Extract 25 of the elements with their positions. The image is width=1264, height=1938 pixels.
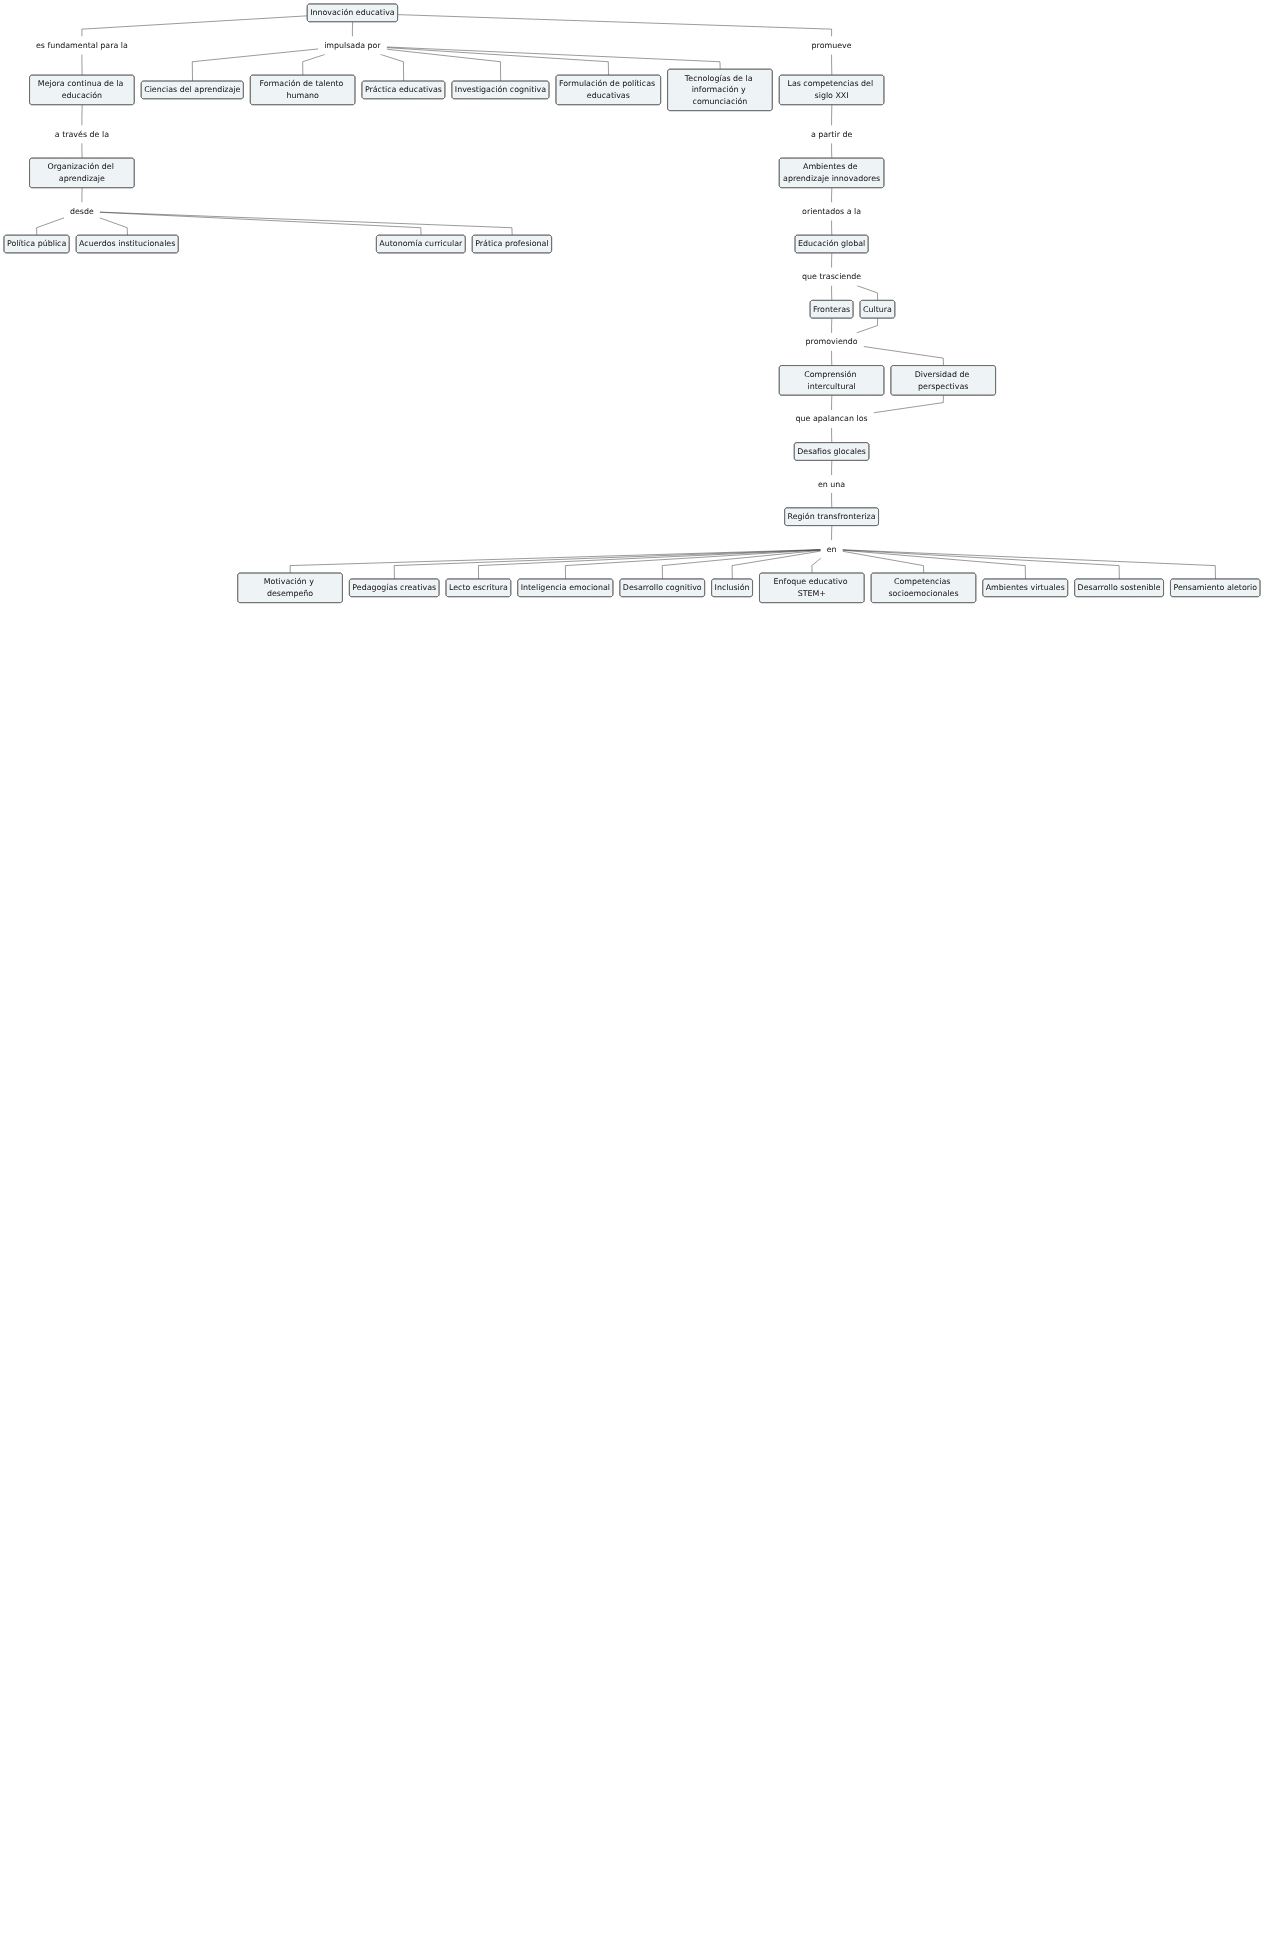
connector <box>831 395 833 411</box>
connector <box>99 212 422 236</box>
connector <box>842 550 924 574</box>
connector <box>289 549 821 574</box>
connector <box>842 549 1026 580</box>
connector <box>393 549 821 580</box>
connector <box>831 252 833 268</box>
connector <box>81 187 83 203</box>
connector <box>831 318 833 334</box>
connector <box>873 395 944 413</box>
connector <box>856 318 878 334</box>
connector <box>478 549 821 580</box>
connector <box>731 550 821 580</box>
connector <box>831 187 833 203</box>
connector <box>831 460 833 476</box>
connector <box>565 549 821 580</box>
connector <box>842 549 1120 580</box>
connector <box>662 550 821 580</box>
connector <box>81 104 83 126</box>
connector <box>99 211 513 236</box>
connector <box>352 21 353 37</box>
connector <box>831 525 833 541</box>
connector <box>842 549 1216 580</box>
connector <box>831 104 833 126</box>
connector <box>397 14 832 37</box>
